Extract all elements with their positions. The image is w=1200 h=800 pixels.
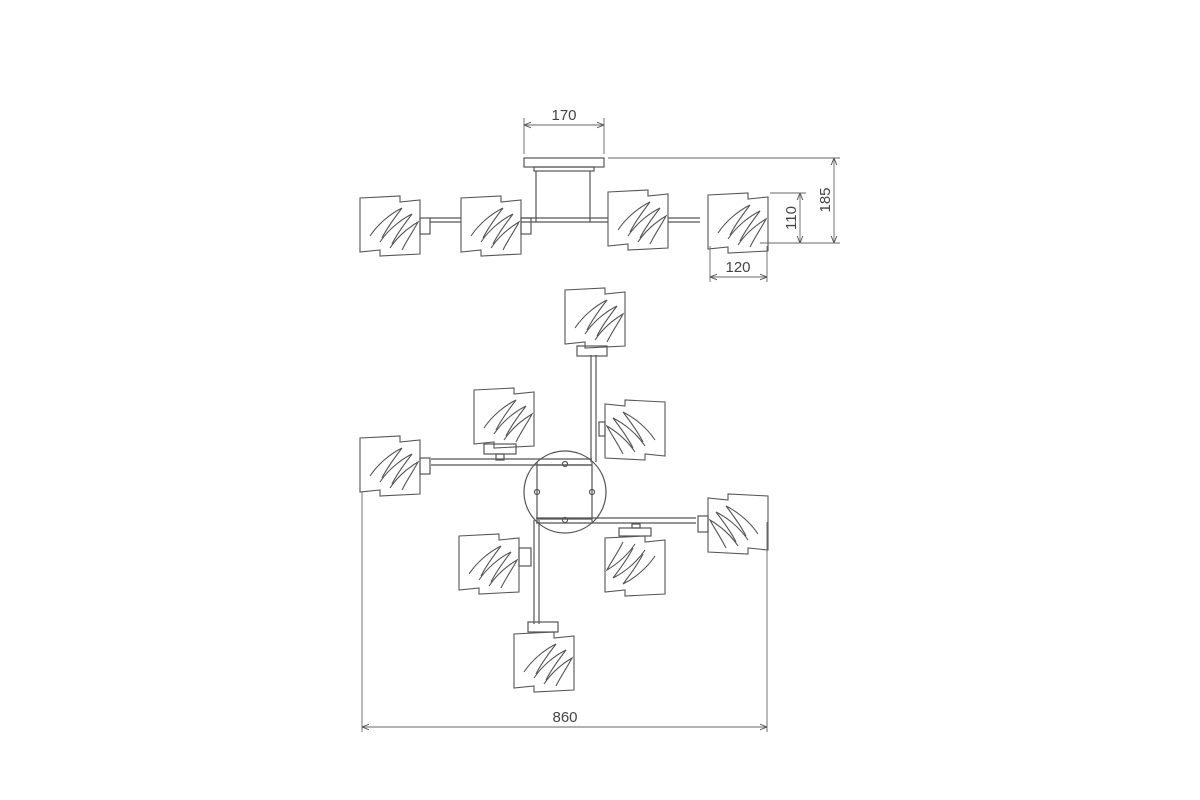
dim-canopy-width-label: 170 — [551, 107, 576, 124]
dim-shade-height-label: 110 — [783, 206, 800, 230]
side-view: 170 185 110 120 — [360, 107, 840, 282]
dim-overall-width-label: 860 — [552, 709, 577, 726]
top-view: 860 — [360, 287, 768, 732]
dim-shade-width-label: 120 — [725, 259, 750, 276]
dim-total-height-label: 185 — [817, 187, 834, 212]
